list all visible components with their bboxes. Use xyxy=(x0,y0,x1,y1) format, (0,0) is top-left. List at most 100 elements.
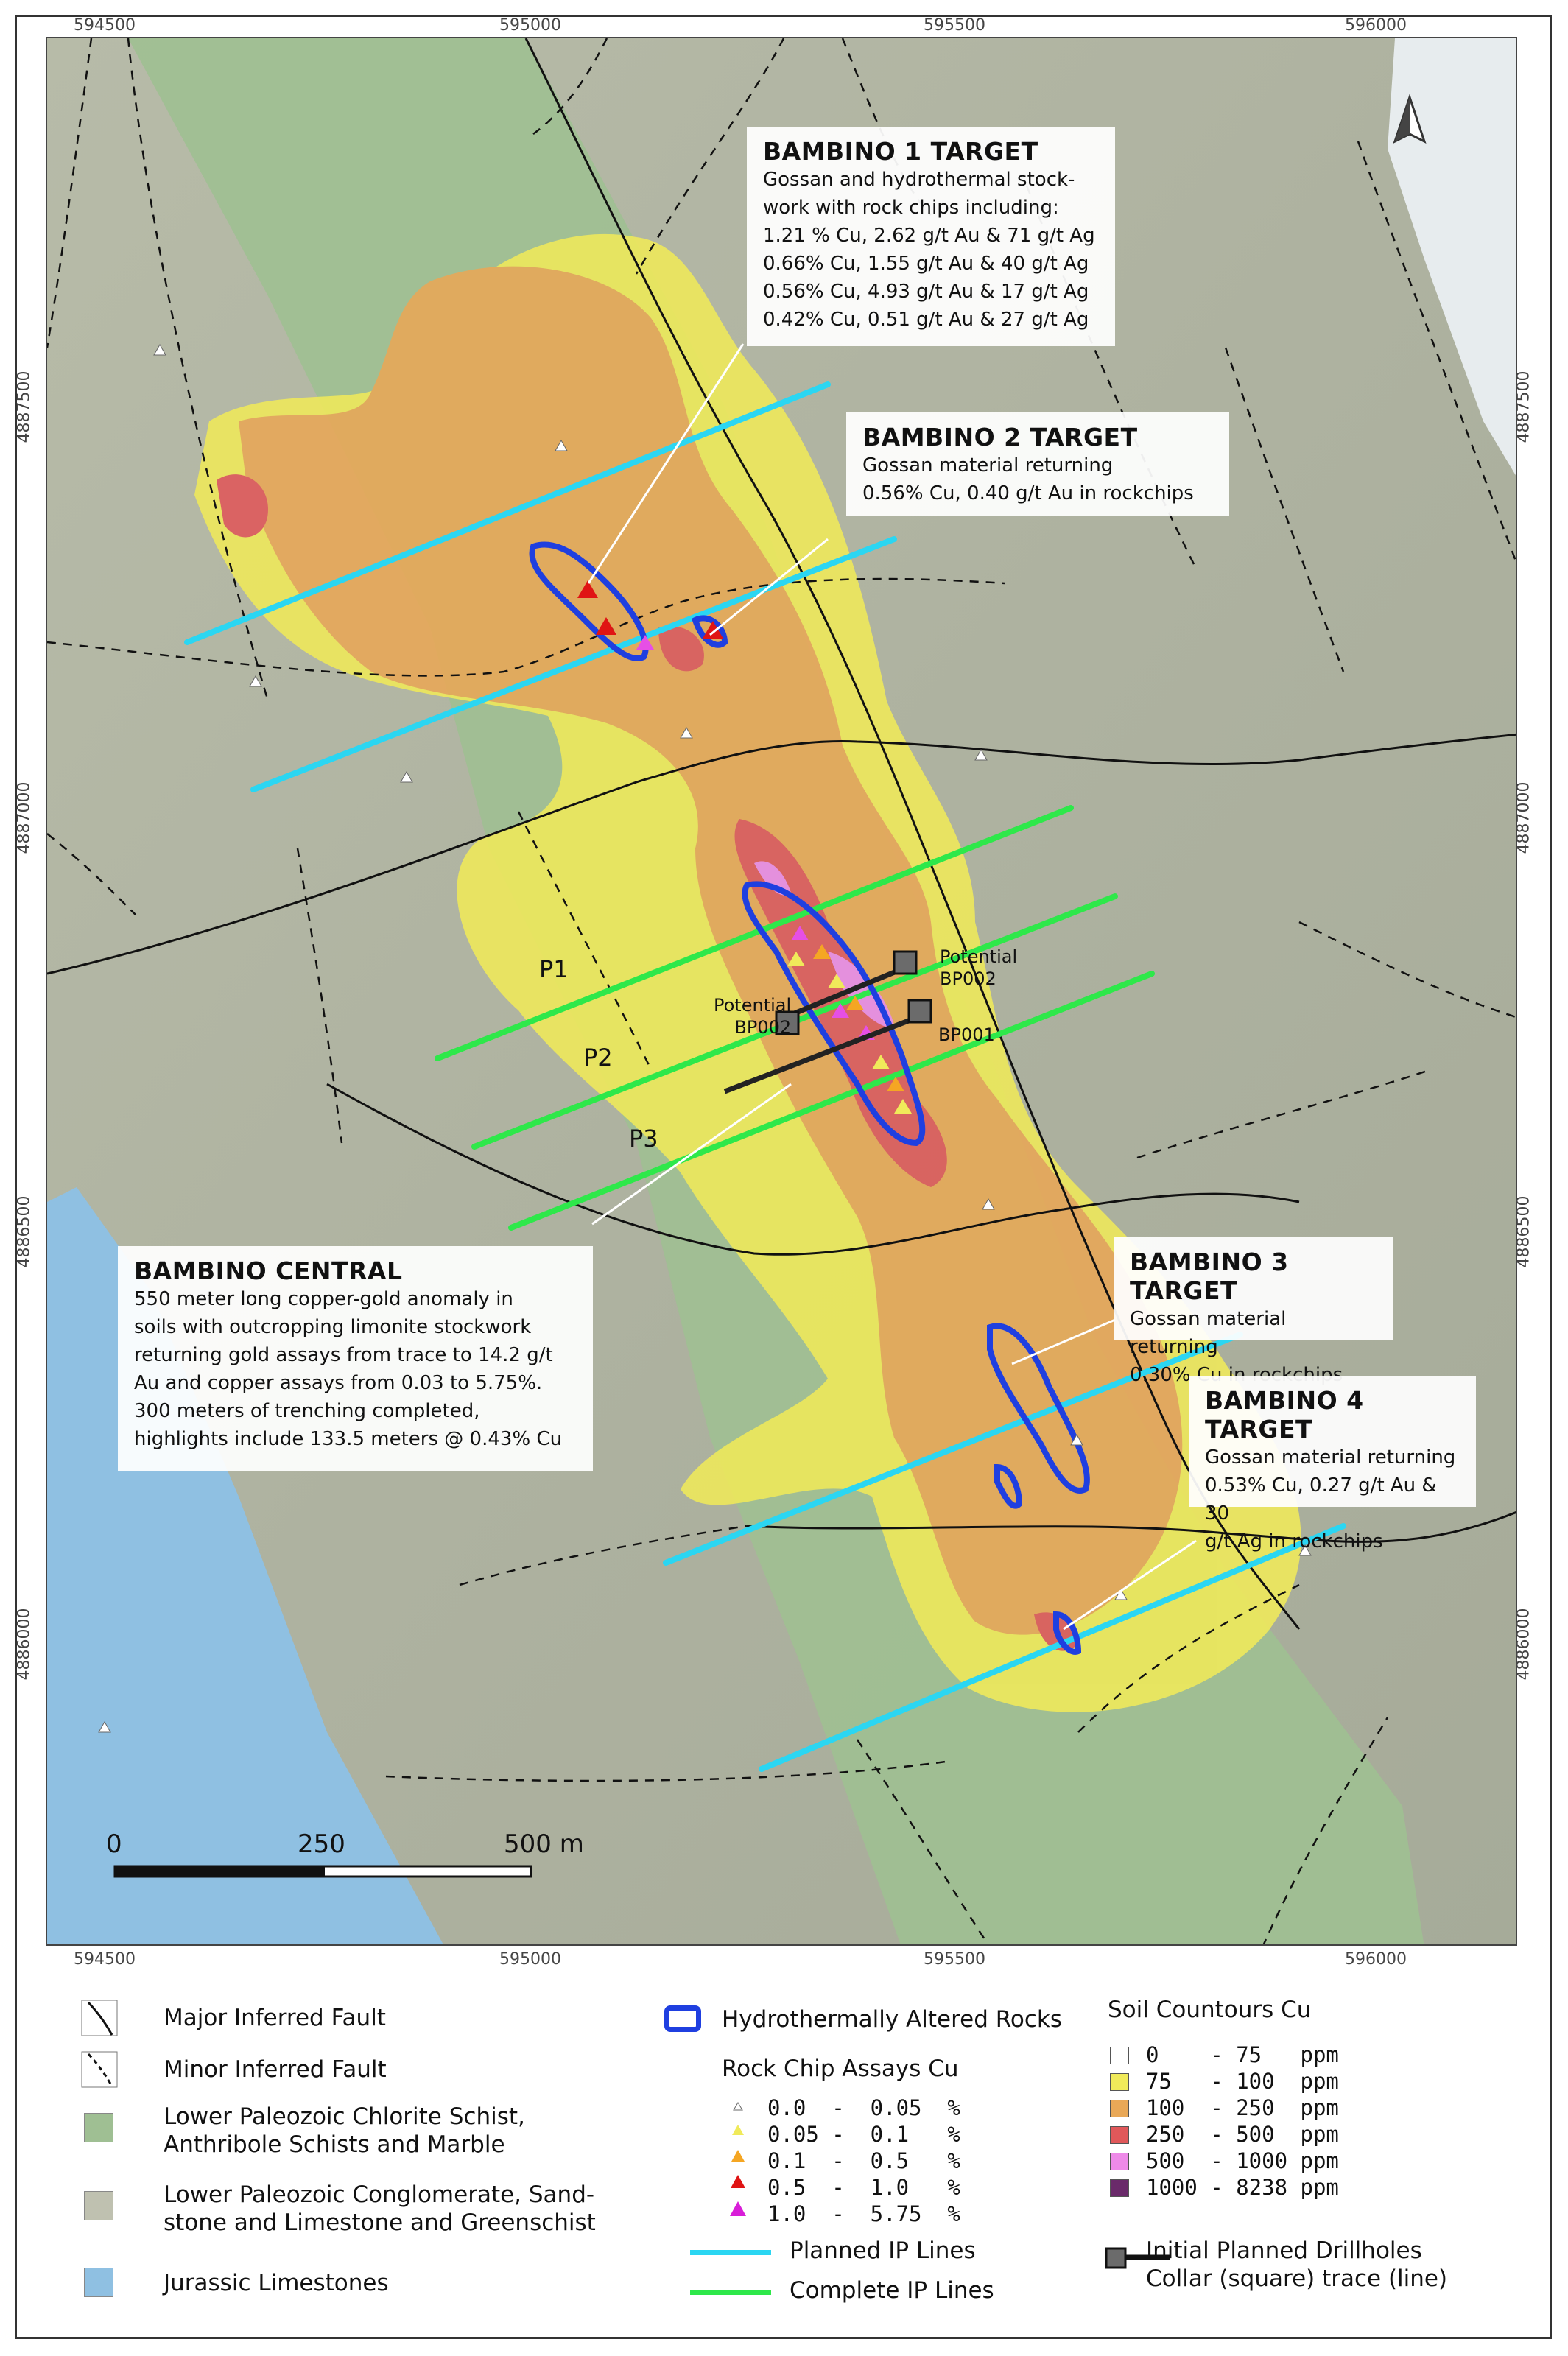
drillhole-label-potential-w: Potential BP002 xyxy=(714,995,792,1038)
legend-planned-ip: Planned IP Lines xyxy=(790,2237,976,2264)
minor-fault xyxy=(47,833,136,915)
rock-chip-marker xyxy=(832,1003,849,1018)
y-tick: 4887000 xyxy=(1514,781,1533,854)
planned-ip-line xyxy=(184,381,831,645)
rock-chip-low xyxy=(98,343,1312,1733)
minor-faults xyxy=(47,38,1516,1944)
x-tick: 596000 xyxy=(1345,16,1407,35)
figure-frame xyxy=(15,15,1552,2339)
minor-fault xyxy=(127,38,270,702)
north-arrow-icon xyxy=(1393,94,1427,144)
rock-chip-marker xyxy=(596,617,616,635)
minor-fault xyxy=(1357,141,1516,563)
complete-ip-line-p3 xyxy=(508,971,1155,1231)
soil-swatch xyxy=(1110,2100,1129,2117)
soil-500-ppm xyxy=(828,952,894,1027)
chlorite-swatch xyxy=(84,2113,113,2142)
minor-fault xyxy=(532,38,608,135)
y-tick: 4886500 xyxy=(15,1195,34,1268)
rock-chip-row: 0.1 - 0.5 % xyxy=(767,2148,960,2173)
scale-label: 250 xyxy=(298,1829,345,1859)
altered-outline-central xyxy=(742,881,926,1147)
minor-fault xyxy=(385,1760,946,1782)
ip-line-label: P3 xyxy=(629,1125,658,1153)
planned-ip-lines xyxy=(184,381,1346,1772)
ip-line-label: P1 xyxy=(539,955,569,983)
altered-rock-outlines xyxy=(529,541,1090,1655)
rock-chip-marker xyxy=(636,635,654,650)
leader-lines xyxy=(587,343,1197,1631)
ip-line-label: P2 xyxy=(583,1044,613,1072)
x-tick: 595000 xyxy=(499,1950,561,1969)
soil-swatch xyxy=(1110,2179,1129,2197)
minor-fault xyxy=(1262,1717,1389,1944)
complete-ip-icon xyxy=(690,2290,771,2295)
legend-drillholes: Initial Planned Drillholes Collar (squar… xyxy=(1146,2237,1448,2292)
drill-trace xyxy=(723,1015,918,1094)
x-tick: 595000 xyxy=(499,16,561,35)
legend: Major Inferred Fault Minor Inferred Faul… xyxy=(46,1970,1517,2324)
legend-altered: Hydrothermally Altered Rocks xyxy=(722,2006,1063,2033)
altered-rocks-icon xyxy=(664,2005,701,2032)
soil-250-ppm xyxy=(217,474,268,538)
drill-trace xyxy=(782,963,910,1021)
rock-chip-marker xyxy=(791,926,809,940)
soil-swatch xyxy=(1110,2073,1129,2091)
minor-fault-icon xyxy=(81,2051,118,2088)
planned-ip-line xyxy=(250,536,897,792)
legend-jurassic: Jurassic Limestones xyxy=(164,2270,389,2296)
major-fault xyxy=(47,733,1516,975)
minor-fault xyxy=(459,1525,748,1586)
callout-bambino-1: BAMBINO 1 TARGET Gossan and hydrothermal… xyxy=(747,127,1115,346)
map-panel[interactable]: P1 P2 P3 Potential BP002 Potential BP002… xyxy=(46,37,1517,1946)
altered-outline-bambino1 xyxy=(529,541,649,661)
legend-major-fault: Major Inferred Fault xyxy=(164,2005,386,2031)
y-tick: 4887000 xyxy=(15,781,34,854)
soil-row: 1000 - 8238 ppm xyxy=(1146,2175,1339,2200)
soil-row: 250 - 500 ppm xyxy=(1146,2122,1339,2147)
soil-swatch xyxy=(1110,2047,1129,2064)
rock-chip-marker xyxy=(813,944,831,959)
legend-minor-fault: Minor Inferred Fault xyxy=(164,2056,387,2083)
minor-fault xyxy=(1298,921,1516,1019)
x-tick: 596000 xyxy=(1345,1950,1407,1969)
conglomerate-swatch xyxy=(84,2191,113,2220)
minor-fault xyxy=(1025,185,1198,569)
y-tick: 4886000 xyxy=(1514,1608,1533,1681)
x-tick: 595500 xyxy=(924,16,985,35)
legend-chlorite: Lower Paleozoic Chlorite Schist, Anthrib… xyxy=(164,2103,525,2158)
y-tick: 4886000 xyxy=(15,1608,34,1681)
soil-250-ppm xyxy=(658,626,704,672)
soil-row: 100 - 250 ppm xyxy=(1146,2095,1339,2120)
rock-chip-marker xyxy=(703,621,723,639)
soil-swatch xyxy=(1110,2153,1129,2170)
callout-bambino-4: BAMBINO 4 TARGET Gossan material returni… xyxy=(1189,1376,1476,1553)
scale-label: 0 xyxy=(106,1829,122,1859)
major-faults xyxy=(47,38,1516,1630)
major-fault xyxy=(524,38,1301,1630)
x-tick: 594500 xyxy=(74,16,136,35)
soil-row: 500 - 1000 ppm xyxy=(1146,2148,1339,2173)
y-tick: 4886500 xyxy=(1514,1195,1533,1268)
drill-collar xyxy=(893,950,918,975)
altered-outline-bambino3 xyxy=(987,1323,1090,1494)
minor-fault xyxy=(1136,1068,1432,1159)
legend-soil-title: Soil Countours Cu xyxy=(1108,1997,1312,2023)
drillhole-label-potential-ne: Potential BP002 xyxy=(940,946,1018,989)
y-tick: 4887500 xyxy=(1514,370,1533,443)
minor-fault xyxy=(856,1739,989,1944)
callout-bambino-3: BAMBINO 3 TARGET Gossan material returni… xyxy=(1114,1237,1393,1386)
minor-fault xyxy=(635,38,785,275)
drillhole-label-bp001: BP001 xyxy=(938,1024,995,1045)
minor-fault xyxy=(1077,1583,1300,1733)
jurassic-swatch xyxy=(84,2268,113,2297)
planned-ip-line xyxy=(663,1332,1243,1566)
minor-fault xyxy=(1224,347,1345,672)
rock-chip-cluster xyxy=(577,580,912,1114)
drillhole-icon xyxy=(1105,2247,1170,2269)
rock-chip-row: 0.5 - 1.0 % xyxy=(767,2175,960,2200)
soil-swatch xyxy=(1110,2126,1129,2144)
rock-chip-row: 0.05 - 0.1 % xyxy=(767,2122,960,2147)
callout-bambino-2: BAMBINO 2 TARGET Gossan material returni… xyxy=(846,412,1229,516)
drill-collar xyxy=(775,1010,800,1035)
